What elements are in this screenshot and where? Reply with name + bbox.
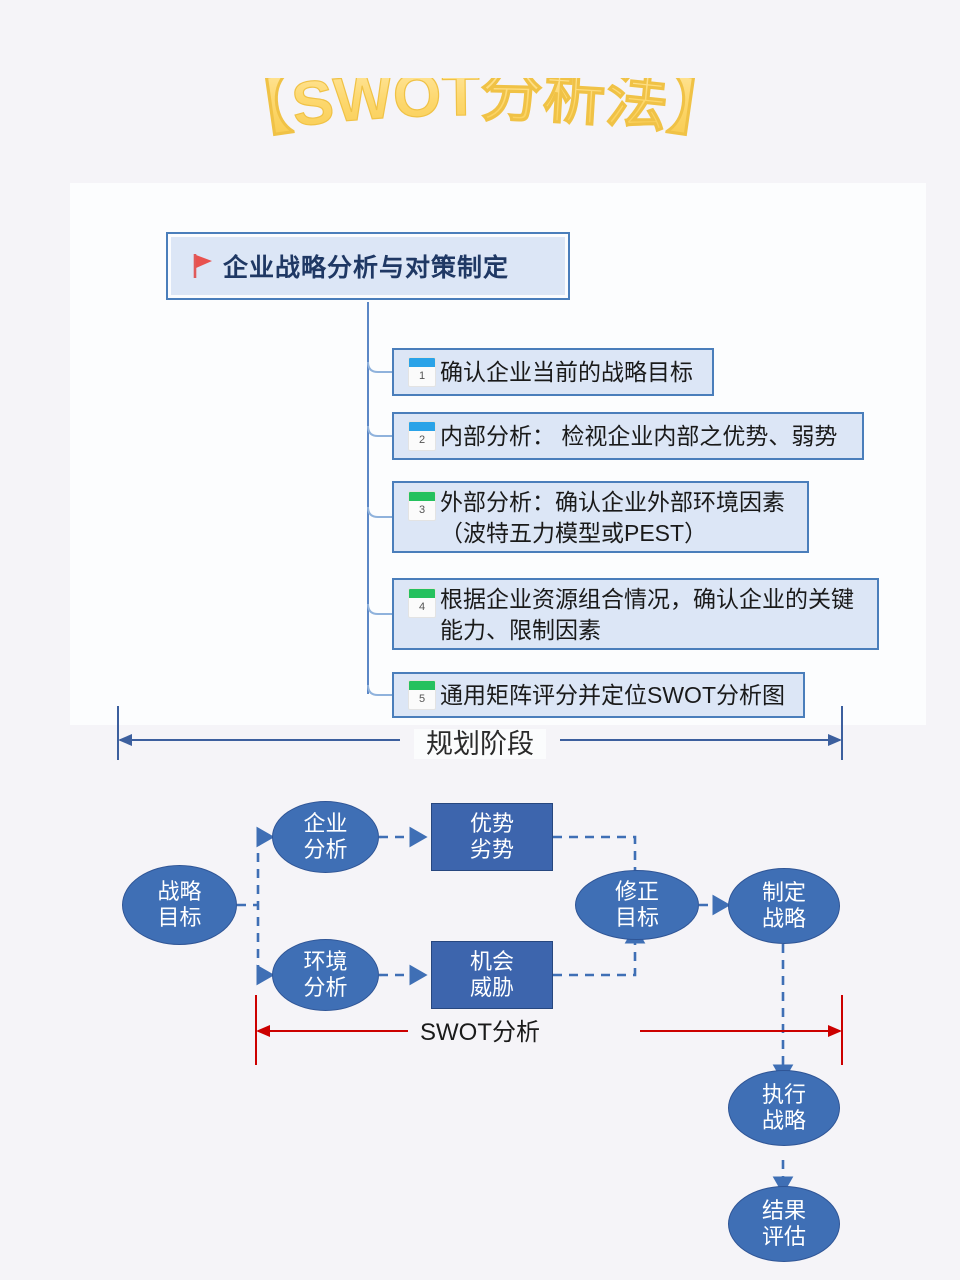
flow-node-sw-line1: 优势 — [469, 811, 514, 837]
flow-node-opportunities-threats[interactable]: 机会 威胁 — [431, 941, 553, 1009]
mindmap-item-2[interactable]: 2 内部分析： 检视企业内部之优势、弱势 — [392, 412, 864, 460]
mindmap-item-4[interactable]: 4 根据企业资源组合情况，确认企业的关键 能力、限制因素 — [392, 578, 879, 650]
flow-node-goal-line1: 战略 — [157, 879, 202, 905]
badge-number: 3 — [418, 504, 426, 516]
number-badge-2: 2 — [408, 421, 436, 451]
flow-node-revise[interactable]: 修正 目标 — [575, 870, 699, 940]
flow-node-goal-line2: 目标 — [157, 905, 202, 930]
mindmap-item-1[interactable]: 1 确认企业当前的战略目标 — [392, 348, 714, 396]
flow-node-env[interactable]: 环境 分析 — [272, 939, 379, 1011]
flow-node-biz-line2: 分析 — [303, 837, 348, 862]
flow-node-env-line1: 环境 — [303, 949, 348, 975]
root-node-label: 企业战略分析与对策制定 — [223, 254, 510, 282]
flow-node-evaluate-line1: 结果 — [761, 1198, 806, 1224]
flow-node-execute-line1: 执行 — [761, 1082, 806, 1108]
flow-node-revise-line2: 目标 — [614, 905, 659, 930]
number-badge-3: 3 — [408, 491, 436, 521]
badge-number: 5 — [418, 693, 426, 705]
root-node[interactable]: 企业战略分析与对策制定 — [166, 232, 570, 300]
flow-node-formulate-line1: 制定 — [761, 880, 806, 906]
page-title: 【SWOT分析法】 — [0, 78, 960, 178]
flag-icon — [192, 253, 214, 279]
mindmap-item-5[interactable]: 5 通用矩阵评分并定位SWOT分析图 — [392, 672, 805, 718]
mindmap-item-3[interactable]: 3 外部分析：确认企业外部环境因素 （波特五力模型或PEST） — [392, 481, 809, 553]
mindmap-item-1-label: 确认企业当前的战略目标 — [440, 359, 693, 386]
mindmap-item-2-label: 内部分析： 检视企业内部之优势、弱势 — [440, 423, 838, 450]
badge-number: 2 — [418, 434, 426, 446]
flow-node-formulate[interactable]: 制定 战略 — [728, 868, 840, 944]
flow-node-revise-line1: 修正 — [614, 879, 659, 905]
badge-bar — [409, 358, 435, 367]
mindmap-item-3-label: 外部分析：确认企业外部环境因素 （波特五力模型或PEST） — [440, 489, 785, 546]
mindmap-connectors — [117, 302, 843, 760]
flow-node-strengths-weaknesses[interactable]: 优势 劣势 — [431, 803, 553, 871]
flow-node-biz[interactable]: 企业 分析 — [272, 801, 379, 873]
badge-number: 4 — [418, 601, 426, 613]
flow-node-evaluate-line2: 评估 — [761, 1224, 806, 1249]
flow-node-ot-line1: 机会 — [469, 949, 514, 975]
mindmap-item-5-label: 通用矩阵评分并定位SWOT分析图 — [440, 682, 785, 709]
badge-bar — [409, 492, 435, 501]
flow-node-biz-line1: 企业 — [303, 811, 348, 837]
flow-node-ot-line2: 威胁 — [469, 975, 514, 1000]
mindmap-item-4-label: 根据企业资源组合情况，确认企业的关键 能力、限制因素 — [440, 586, 854, 643]
number-badge-1: 1 — [408, 357, 436, 387]
flow-connectors — [237, 826, 843, 1195]
flow-node-formulate-line2: 战略 — [761, 906, 806, 931]
flow-node-execute-line2: 战略 — [761, 1108, 806, 1133]
title-artwork: 【SWOT分析法】 — [225, 78, 736, 149]
number-badge-4: 4 — [408, 588, 436, 618]
badge-bar — [409, 681, 435, 690]
flow-node-env-line2: 分析 — [303, 975, 348, 1000]
flow-node-sw-line2: 劣势 — [469, 837, 514, 862]
swot-span-label: SWOT分析 — [0, 1012, 960, 1047]
number-badge-5: 5 — [408, 680, 436, 710]
flow-node-execute[interactable]: 执行 战略 — [728, 1070, 840, 1146]
flow-node-evaluate[interactable]: 结果 评估 — [728, 1186, 840, 1262]
badge-number: 1 — [418, 370, 426, 382]
flow-node-goal[interactable]: 战略 目标 — [122, 865, 237, 945]
phase-span-label: 规划阶段 — [0, 722, 960, 761]
badge-bar — [409, 422, 435, 431]
badge-bar — [409, 589, 435, 598]
